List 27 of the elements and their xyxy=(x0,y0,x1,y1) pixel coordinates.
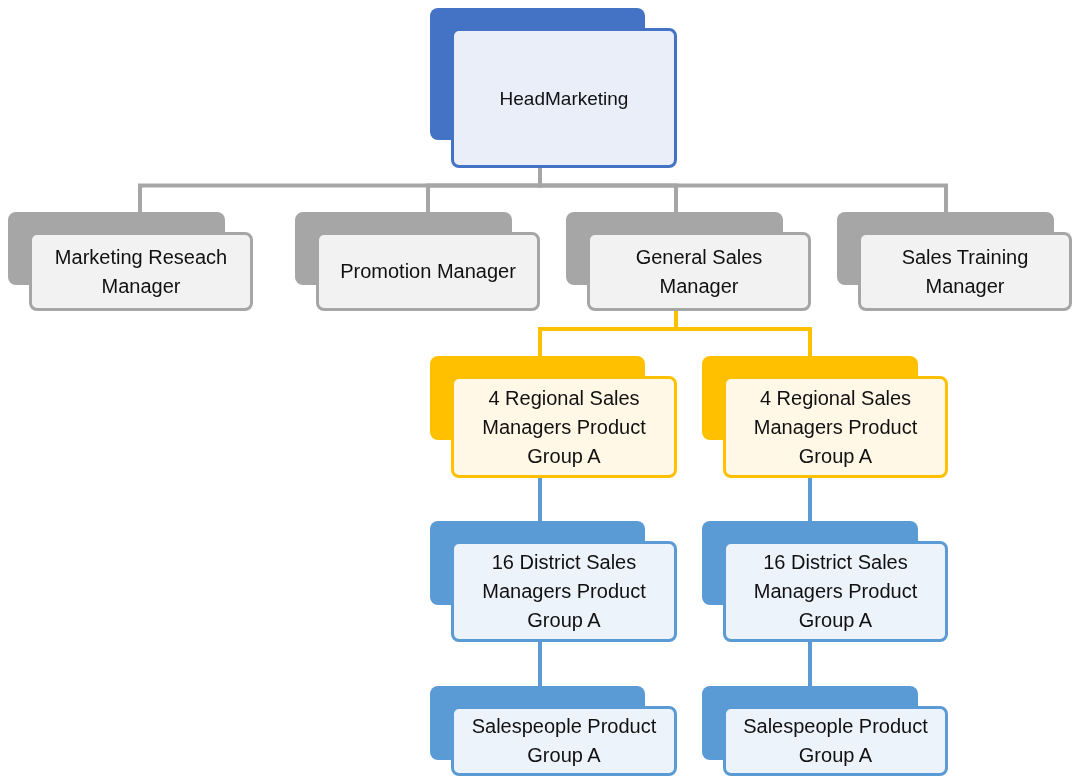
org-chart-box xyxy=(430,8,677,168)
connector-line xyxy=(674,311,812,356)
org-chart-box xyxy=(430,521,677,642)
position-title: HeadMarketing xyxy=(498,86,630,111)
position-title: General Sales Manager xyxy=(634,244,764,299)
position-title: 4 Regional Sales Managers Product Group A xyxy=(481,385,647,469)
position-title: 4 Regional Sales Managers Product Group A xyxy=(752,385,919,469)
org-chart-box xyxy=(430,356,677,478)
position-title: 16 District Sales Managers Product Group A xyxy=(752,550,919,633)
connector-line xyxy=(808,478,812,521)
connector-line xyxy=(538,642,542,686)
org-chart-box xyxy=(702,686,948,776)
connector-line xyxy=(538,478,542,521)
org-chart-box xyxy=(837,212,1072,311)
position-title: Salespeople Product Group A xyxy=(742,714,929,768)
org-chart-box xyxy=(430,686,677,776)
position-title: 16 District Sales Managers Product Group A xyxy=(481,550,647,633)
position-title: Promotion Manager xyxy=(339,259,517,284)
org-chart-box xyxy=(295,212,540,311)
org-chart-box xyxy=(566,212,811,311)
org-chart-box xyxy=(702,356,948,478)
position-title: Marketing Reseach Manager xyxy=(53,244,229,299)
connector-line xyxy=(808,642,812,686)
position-title: Salespeople Product Group A xyxy=(470,714,658,768)
org-chart-box xyxy=(702,521,948,642)
position-title: Sales Training Manager xyxy=(900,244,1030,299)
org-chart-box xyxy=(8,212,253,311)
